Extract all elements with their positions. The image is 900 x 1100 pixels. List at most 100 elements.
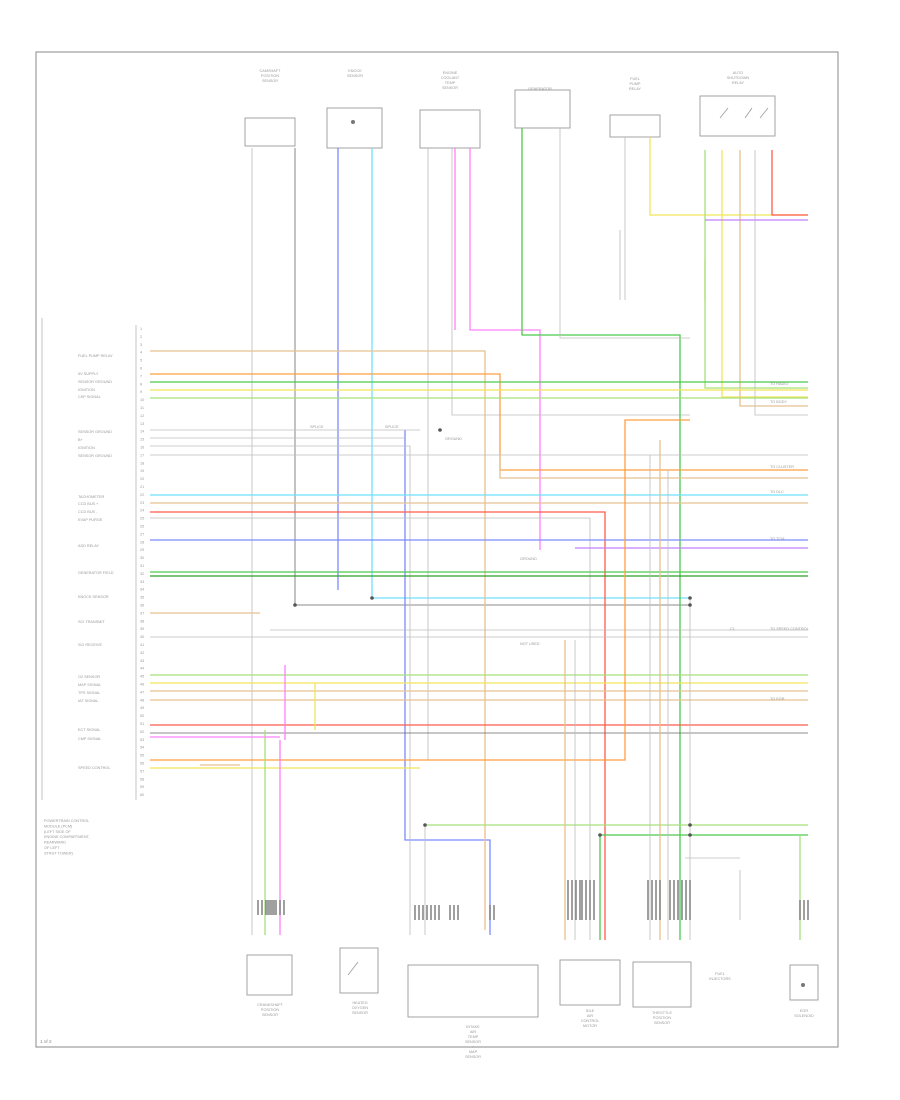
asd-relay-box <box>699 95 776 137</box>
pin-label: SENSOR GROUND <box>78 380 112 384</box>
wire-yellow <box>721 150 808 398</box>
pin-number: 40 <box>140 635 144 639</box>
bottom-component-label: IDLE <box>586 1009 595 1013</box>
pin-label: MAP SIGNAL <box>78 683 101 687</box>
wire-tan <box>499 455 808 479</box>
pin-number: 56 <box>140 762 144 766</box>
bottom-component-label: SENSOR <box>654 1021 670 1025</box>
pin-label: SENSOR GROUND <box>78 430 112 434</box>
top-component-label: GENERATOR <box>528 87 552 91</box>
pin-label: TACHOMETER <box>78 495 105 499</box>
ecm-caption-line: ENGINE COMPARTMENT, <box>44 835 90 839</box>
pin-label: SPEED CONTROL <box>78 766 111 770</box>
pin-number: 60 <box>140 793 144 797</box>
knock-sensor-symbol <box>351 120 355 124</box>
pin-number: 35 <box>140 596 144 600</box>
wire-orange <box>150 373 808 471</box>
pin-number: 33 <box>140 580 144 584</box>
pin-label: SENSOR GROUND <box>78 454 112 458</box>
bottom-component-label: SOLENOID <box>794 1014 814 1018</box>
ecm-caption-line: REARWARD <box>44 841 66 845</box>
pin-number: 28 <box>140 540 144 544</box>
splice-dot <box>688 823 692 827</box>
right-connector-label: TO BODY <box>770 400 787 404</box>
pin-number: 19 <box>140 469 144 473</box>
pin-number: 21 <box>140 485 144 489</box>
wire-gray <box>559 128 690 339</box>
bottom-component-label: AIR <box>587 1014 594 1018</box>
pin-number: 5 <box>140 359 142 363</box>
pin-number: 48 <box>140 698 144 702</box>
splice-dot <box>293 603 297 607</box>
ect-sensor-box <box>419 109 481 149</box>
pin-number: 7 <box>140 374 142 378</box>
splice-dot <box>423 823 427 827</box>
center-label: SPLICE <box>310 425 324 429</box>
bottom-component-label: EGR <box>800 1009 808 1013</box>
pin-label: IGNITION <box>78 446 95 450</box>
pin-label: CCD BUS - <box>78 510 98 514</box>
pin-number: 49 <box>140 706 144 710</box>
wire-tan <box>739 150 808 407</box>
knock-sensor-box <box>326 107 383 149</box>
iat-map-box <box>407 964 539 1018</box>
bottom-component-label: CRANKSHAFT <box>257 1003 283 1007</box>
splice-dot <box>598 833 602 837</box>
diagram-frame <box>35 51 839 1048</box>
pin-number: 13 <box>140 422 144 426</box>
wire-black <box>294 148 690 606</box>
fuel-pump-relay-box <box>609 114 661 138</box>
top-component-label: ENGINE <box>443 71 458 75</box>
pin-label: KNOCK SENSOR <box>78 595 109 599</box>
top-component-label: SENSOR <box>347 74 363 78</box>
pin-label: 5V SUPPLY <box>78 372 99 376</box>
top-component-label: RELAY <box>732 81 745 85</box>
bottom-component-label: POSITION <box>261 1008 279 1012</box>
top-component-label: SENSOR <box>442 86 458 90</box>
wire-gray <box>451 148 690 416</box>
pin-label: EVAP PURGE <box>78 518 103 522</box>
bottom-component-label: FUEL <box>715 972 725 976</box>
pin-number: 52 <box>140 730 144 734</box>
pin-number: 18 <box>140 461 144 465</box>
top-component-label: AUTO <box>733 71 744 75</box>
pin-label: B+ <box>78 438 84 442</box>
pin-number: 59 <box>140 785 144 789</box>
pin-label: CCD BUS + <box>78 502 99 506</box>
top-component-label: POSITION <box>261 74 279 78</box>
pin-number: 34 <box>140 588 144 592</box>
bottom-component-label: SENSOR <box>262 1013 278 1017</box>
pin-number: 17 <box>140 453 144 457</box>
pin-number: 12 <box>140 414 144 418</box>
pin-number: 32 <box>140 572 144 576</box>
top-component-label: CAMSHAFT <box>260 69 282 73</box>
right-connector-label: TO CLUSTER <box>770 465 794 469</box>
wire-harness <box>150 128 809 940</box>
pin-number: 20 <box>140 477 144 481</box>
splice-dot <box>688 833 692 837</box>
egr-box <box>789 964 819 1001</box>
crank-sensor-box <box>246 954 293 996</box>
bottom-component-label: POSITION <box>653 1016 671 1020</box>
wire-gray <box>754 150 808 416</box>
splice-dot <box>438 428 442 432</box>
top-component-label: SHUTDOWN <box>727 76 750 80</box>
pin-number: 16 <box>140 446 144 450</box>
top-component-label: TEMP <box>445 81 456 85</box>
wire-green <box>521 128 681 940</box>
top-component-label: SENSOR <box>262 79 278 83</box>
o2-sensor-box <box>339 947 379 994</box>
bottom-component-label: INJECTORS <box>709 977 731 981</box>
center-label: GROUND <box>445 437 462 441</box>
pin-number: 24 <box>140 509 144 513</box>
camshaft-sensor-box <box>244 117 296 147</box>
pin-number: 30 <box>140 556 144 560</box>
pin-number: 47 <box>140 690 144 694</box>
pin-label: ECT SIGNAL <box>78 728 101 732</box>
pin-number: 14 <box>140 430 144 434</box>
top-component-label: FUEL <box>630 77 640 81</box>
